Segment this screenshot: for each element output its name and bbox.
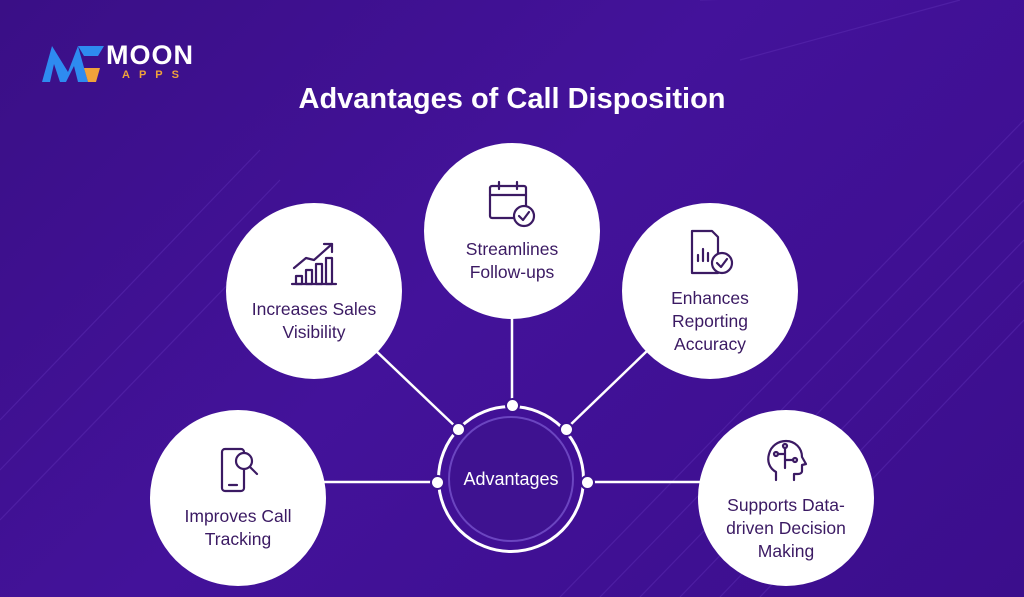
connector-dot-right — [580, 475, 595, 490]
center-node: Advantages — [448, 416, 574, 542]
brand-name: MOON — [106, 40, 194, 70]
phone-search-icon — [220, 447, 259, 493]
node-enhances-reporting-accuracy: Enhances Reporting Accuracy — [622, 203, 798, 379]
node-supports-decision-making: Supports Data-driven Decision Making — [698, 410, 874, 586]
connector-dot-top — [505, 398, 520, 413]
connector-increases-sales-visibility — [374, 349, 459, 430]
report-check-icon — [690, 229, 734, 274]
connector-enhances-reporting-accuracy — [565, 349, 649, 430]
node-label: Enhances Reporting Accuracy — [671, 287, 749, 354]
brand-sub: APPS — [122, 69, 188, 81]
node-streamlines-follow-ups: Streamlines Follow-ups — [424, 143, 600, 319]
node-label: Streamlines Follow-ups — [465, 239, 559, 282]
node-increases-sales-visibility: Increases Sales Visibility — [226, 203, 402, 379]
head-circuit-icon — [767, 439, 808, 481]
node-label: Increases Sales Visibility — [251, 299, 377, 342]
node-label: Supports Data-driven Decision Making — [726, 494, 846, 561]
diagram-title: Advantages of Call Disposition — [298, 83, 726, 115]
bar-chart-growth-icon — [290, 242, 338, 286]
calendar-check-icon — [488, 180, 536, 228]
connector-dot-upper-right — [559, 422, 574, 437]
connector-dot-left — [430, 475, 445, 490]
moon-apps-logo: MOON APPS — [42, 40, 202, 84]
center-label: Advantages — [463, 469, 559, 489]
node-improves-call-tracking: Improves Call Tracking — [150, 410, 326, 586]
moon-logo-icon — [42, 46, 104, 82]
node-label: Improves Call Tracking — [184, 506, 292, 549]
connector-dot-upper-left — [451, 422, 466, 437]
